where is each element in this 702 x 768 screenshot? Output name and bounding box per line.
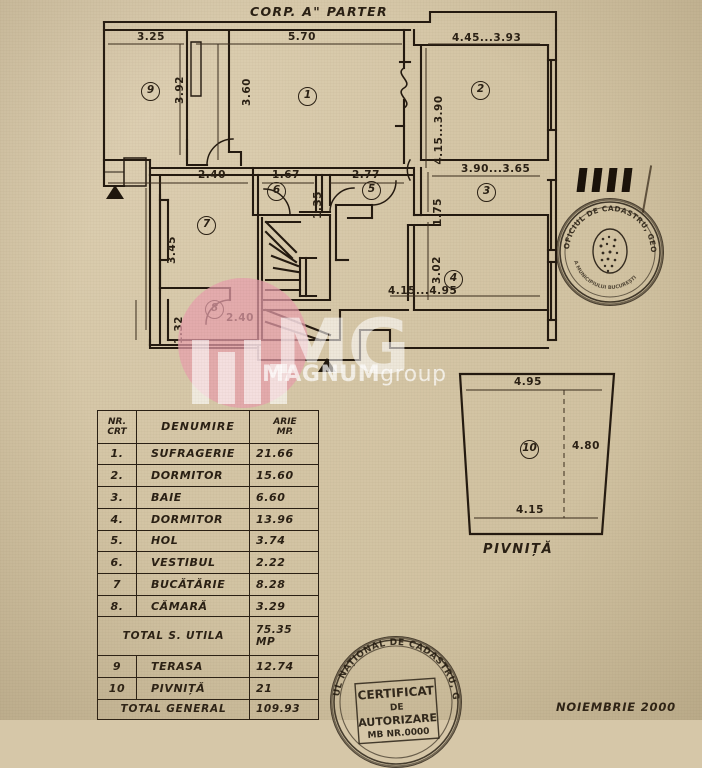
table-row: 3. BAIE 6.60	[97, 486, 319, 509]
table-row: 2. DORMITOR 15.60	[97, 464, 319, 488]
header-nr: NR. CRT	[97, 410, 137, 444]
dim-3-90-3-65: 3.90...3.65	[461, 163, 531, 175]
room-marker-7: 7	[197, 216, 216, 235]
dim-1-67: 1.67	[272, 169, 300, 181]
table-row: 10 PIVNIȚĂ 21	[97, 677, 319, 700]
table-row: 5. HOL 3.74	[97, 529, 319, 553]
dim-2-40-b: 2.40	[226, 312, 254, 324]
room-marker-8: 8	[205, 300, 224, 319]
table-row: 6. VESTIBUL 2.22	[97, 551, 319, 574]
room-marker-1: 1	[298, 87, 317, 106]
basement-dim-top: 4.95	[514, 376, 542, 388]
page-title: CORP. A" PARTER	[250, 4, 388, 19]
basement-drawing: 4.95 4.15 4.80 10	[452, 368, 632, 563]
barcode-mark	[576, 168, 640, 192]
dim-3-45: 3.45	[166, 236, 178, 264]
room-marker-2: 2	[471, 81, 490, 100]
dim-3-92: 3.92	[174, 76, 186, 104]
dim-5-70: 5.70	[288, 31, 316, 43]
office-seal-stamp: OFICIUL DE CADASTRU, GEODEZIE ȘI CARTOGR…	[554, 192, 664, 306]
dim-4-15-3-90: 4.15...3.90	[433, 95, 445, 165]
entry-arrow-left	[106, 185, 124, 199]
dim-1-35: 1.35	[312, 191, 324, 219]
room-marker-4: 4	[444, 270, 463, 289]
room-marker-5: 5	[362, 181, 381, 200]
table-row: 4. DORMITOR 13.96	[97, 507, 319, 531]
room-marker-9: 9	[141, 82, 160, 101]
table-row: 9 TERASA 12.74	[97, 655, 319, 679]
dim-1-32: 1.32	[173, 316, 185, 344]
basement-label: PIVNIȚĂ	[483, 542, 554, 557]
certificate-line1: CERTIFICAT	[357, 683, 435, 702]
room-marker-3: 3	[477, 183, 496, 202]
dim-4-45-3-93: 4.45...3.93	[452, 32, 522, 44]
dim-1-75: 1.75	[432, 198, 444, 226]
basement-dim-height: 4.80	[572, 440, 600, 452]
dim-2-40: 2.40	[198, 169, 226, 181]
header-arie: ARIE MP.	[249, 410, 319, 444]
header-denumire: DENUMIRE	[136, 410, 250, 444]
certificate-line2: DE	[390, 702, 404, 713]
table-row: 7 BUCĂTĂRIE 8.28	[97, 573, 319, 596]
entry-arrow-bottom	[318, 358, 336, 372]
table-header-row: NR. CRT DENUMIRE ARIE MP.	[97, 410, 319, 444]
area-table: NR. CRT DENUMIRE ARIE MP. 1. SUFRAGERIE …	[97, 410, 319, 721]
room-marker-6: 6	[267, 182, 286, 201]
certificate-seal-stamp: UL NAȚIONAL DE CADASTRU, GEODEZIE Ș CERT…	[330, 636, 462, 768]
office-seal-inner-text: A MUNICIPIULUI BUCUREȘTI	[572, 260, 638, 291]
dim-3-02: 3.02	[431, 256, 443, 284]
table-subtotal-row: TOTAL S. UTILA 75.35 MP	[97, 616, 319, 657]
table-row: 8. CĂMARĂ 3.29	[97, 594, 319, 618]
dim-3-60: 3.60	[241, 78, 253, 106]
room-marker-10: 10	[520, 440, 539, 459]
table-row: 1. SUFRAGERIE 21.66	[97, 442, 319, 466]
dim-3-25: 3.25	[137, 31, 165, 43]
dim-2-77: 2.77	[352, 169, 380, 181]
table-grandtotal-row: TOTAL GENERAL 109.93	[97, 698, 319, 721]
basement-dim-bottom: 4.15	[516, 504, 544, 516]
date-label: NOIEMBRIE 2000	[556, 700, 676, 714]
svg-text:A MUNICIPIULUI BUCUREȘTI: A MUNICIPIULUI BUCUREȘTI	[572, 260, 638, 291]
dim-4-15-4-95: 4.15...4.95	[388, 285, 458, 297]
